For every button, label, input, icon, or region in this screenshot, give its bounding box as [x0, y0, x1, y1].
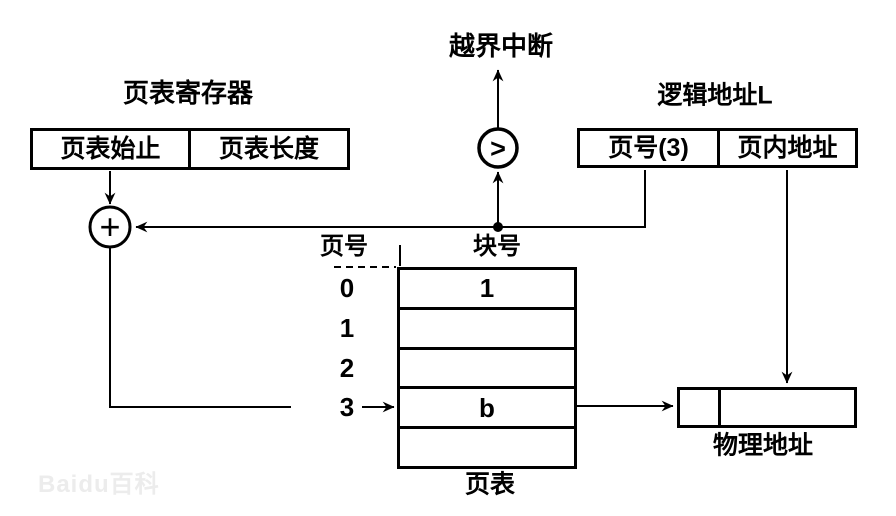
arrow-pageno-to-adder: [135, 170, 646, 233]
interrupt-label: 越界中断: [448, 31, 554, 61]
table-header-page: 页号: [320, 233, 368, 260]
logical-page-number-cell: 页号(3): [608, 133, 689, 162]
register-title: 页表寄存器: [122, 78, 254, 108]
physical-block-cell: [680, 390, 718, 425]
page-table-caption: 页表: [464, 470, 516, 499]
page-table-row-3: b: [400, 389, 574, 430]
comparator-gt-symbol: >: [490, 133, 506, 164]
logical-address-box: 页号(3) 页内地址: [577, 128, 858, 168]
page-table-row-2: [400, 350, 574, 390]
page-table-row-1: [400, 310, 574, 350]
logical-offset-cell: 页内地址: [717, 131, 855, 165]
page-table: 1 b: [397, 267, 577, 469]
row-index-3: 3: [339, 392, 355, 422]
register-start-cell: 页表始止: [60, 134, 161, 163]
row-index-2: 2: [339, 353, 355, 383]
junction-dot: [493, 222, 503, 232]
page-table-row-4: [400, 429, 574, 466]
table-header-block: 块号: [473, 233, 521, 260]
physical-address-label: 物理地址: [712, 431, 814, 460]
line-adder-to-row3: [109, 246, 291, 408]
physical-address-box: [677, 387, 857, 428]
adder-circle: [88, 205, 132, 249]
page-table-register-box: 页表始止 页表长度: [30, 128, 350, 170]
row-index-0: 0: [339, 273, 355, 303]
physical-offset-cell: [718, 390, 854, 425]
row-index-1: 1: [339, 313, 355, 343]
baidu-watermark: Baidu百科: [38, 471, 160, 498]
adder-plus-symbol: +: [99, 206, 121, 247]
comparator-circle: [477, 127, 519, 169]
logical-address-title: 逻辑地址L: [657, 81, 773, 110]
page-table-row-0: 1: [400, 270, 574, 310]
register-length-cell: 页表长度: [188, 131, 347, 167]
